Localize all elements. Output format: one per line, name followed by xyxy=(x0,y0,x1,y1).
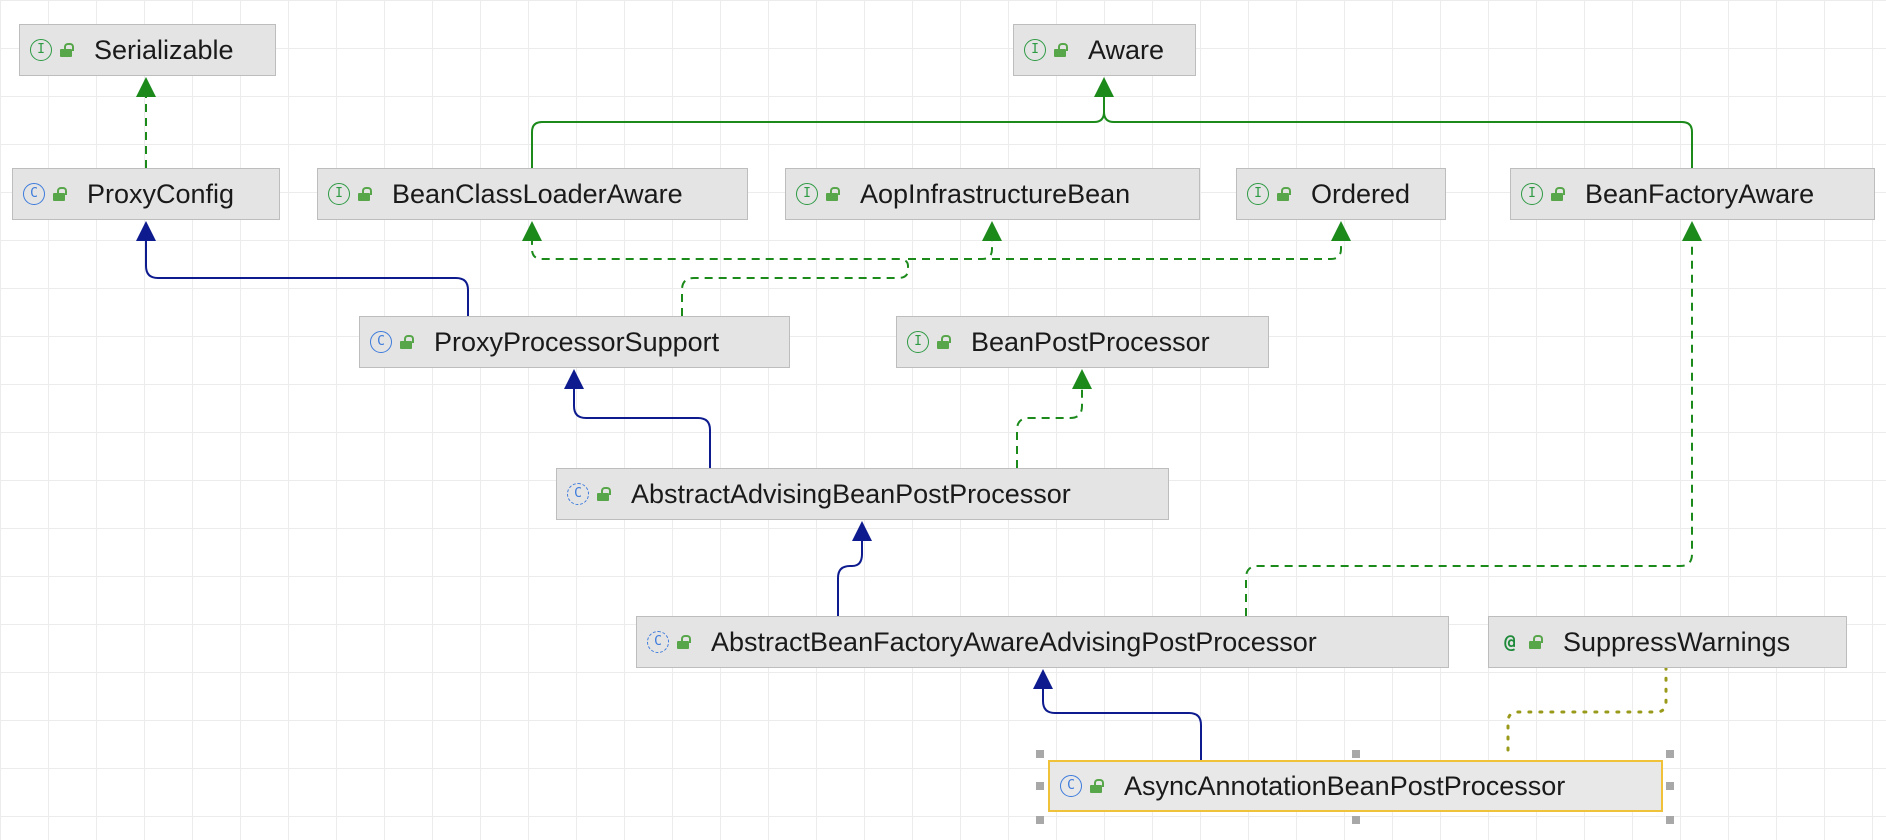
node-bean-factory-aware[interactable]: I BeanFactoryAware xyxy=(1510,168,1875,220)
node-async-annotation-bean-post-processor[interactable]: C AsyncAnnotationBeanPostProcessor xyxy=(1048,760,1663,812)
interface-icon: I xyxy=(1024,39,1046,61)
public-lock-icon xyxy=(1277,187,1289,201)
node-label: AopInfrastructureBean xyxy=(860,178,1131,209)
arrowhead-abstractadvising xyxy=(852,521,872,541)
edge-beanclassloaderaware-aware[interactable] xyxy=(531,97,1105,168)
public-lock-icon xyxy=(937,335,949,349)
node-proxy-processor-support[interactable]: C ProxyProcessorSupport xyxy=(359,316,790,368)
node-label: AbstractAdvisingBeanPostProcessor xyxy=(631,478,1071,509)
arrowhead-beanpostprocessor xyxy=(1072,369,1092,389)
arrowhead-beanclassloaderaware xyxy=(522,221,542,241)
public-lock-icon xyxy=(1529,635,1541,649)
node-ordered[interactable]: I Ordered xyxy=(1236,168,1446,220)
arrowhead-aopinfrastructurebean xyxy=(982,221,1002,241)
selection-handle-bottom-left[interactable] xyxy=(1036,816,1044,824)
node-suppress-warnings[interactable]: @ SuppressWarnings xyxy=(1488,616,1847,668)
interface-icon: I xyxy=(1521,183,1543,205)
node-aware[interactable]: I Aware xyxy=(1013,24,1196,76)
node-label: Serializable xyxy=(94,34,234,65)
edge-abstractbfaware-beanfactoryaware[interactable] xyxy=(1245,241,1693,616)
class-icon: C xyxy=(23,183,45,205)
public-lock-icon xyxy=(400,335,412,349)
node-label: BeanPostProcessor xyxy=(971,326,1210,357)
selection-handle-top[interactable] xyxy=(1352,750,1360,758)
interface-icon: I xyxy=(796,183,818,205)
node-label: SuppressWarnings xyxy=(1563,626,1791,657)
arrowhead-ordered xyxy=(1331,221,1351,241)
public-lock-icon xyxy=(60,43,72,57)
edge-proxyprocessorsupport-aopinfrastructurebean[interactable] xyxy=(908,241,993,260)
class-icon: C xyxy=(1060,775,1082,797)
node-label: AbstractBeanFactoryAwareAdvisingPostProc… xyxy=(711,626,1317,657)
public-lock-icon xyxy=(1054,43,1066,57)
selection-handle-top-right[interactable] xyxy=(1666,750,1674,758)
public-lock-icon xyxy=(1090,779,1102,793)
selection-handle-top-left[interactable] xyxy=(1036,750,1044,758)
public-lock-icon xyxy=(53,187,65,201)
node-label: Ordered xyxy=(1311,178,1411,209)
edge-async-abstractbfaware[interactable] xyxy=(1042,689,1202,760)
annotation-icon: @ xyxy=(1504,631,1516,653)
edge-beanfactoryaware-aware[interactable] xyxy=(1103,97,1693,168)
arrowhead-beanfactoryaware xyxy=(1682,221,1702,241)
arrowhead-proxyconfig xyxy=(136,221,156,241)
edge-async-suppresswarnings[interactable] xyxy=(1506,666,1668,752)
class-icon: C xyxy=(370,331,392,353)
node-label: ProxyConfig xyxy=(87,178,235,209)
edge-abstractadvising-proxyprocessorsupport[interactable] xyxy=(573,389,711,468)
public-lock-icon xyxy=(826,187,838,201)
node-abstract-bean-factory-aware-advising-post-processor[interactable]: C AbstractBeanFactoryAwareAdvisingPostPr… xyxy=(636,616,1449,668)
node-label: BeanClassLoaderAware xyxy=(392,178,683,209)
interface-icon: I xyxy=(1247,183,1269,205)
public-lock-icon xyxy=(677,635,689,649)
node-bean-class-loader-aware[interactable]: I BeanClassLoaderAware xyxy=(317,168,748,220)
selection-handle-left[interactable] xyxy=(1036,782,1044,790)
edge-abstractbfaware-abstractadvising[interactable] xyxy=(837,541,863,616)
abstract-class-icon: C xyxy=(567,483,589,505)
interface-icon: I xyxy=(907,331,929,353)
edge-proxyprocessorsupport-beanclassloaderaware[interactable] xyxy=(531,241,909,316)
arrowhead-aware xyxy=(1094,77,1114,97)
node-bean-post-processor[interactable]: I BeanPostProcessor xyxy=(896,316,1269,368)
node-aop-infrastructure-bean[interactable]: I AopInfrastructureBean xyxy=(785,168,1200,220)
selection-handle-bottom[interactable] xyxy=(1352,816,1360,824)
edge-proxyprocessorsupport-proxyconfig[interactable] xyxy=(145,241,469,316)
node-label: BeanFactoryAware xyxy=(1585,178,1815,209)
public-lock-icon xyxy=(1551,187,1563,201)
interface-icon: I xyxy=(328,183,350,205)
node-serializable[interactable]: I Serializable xyxy=(19,24,276,76)
node-label: AsyncAnnotationBeanPostProcessor xyxy=(1124,770,1566,801)
node-label: ProxyProcessorSupport xyxy=(434,326,720,357)
edge-proxyprocessorsupport-ordered[interactable] xyxy=(992,241,1342,260)
public-lock-icon xyxy=(358,187,370,201)
public-lock-icon xyxy=(597,487,609,501)
selection-handle-right[interactable] xyxy=(1666,782,1674,790)
node-label: Aware xyxy=(1088,34,1165,65)
selection-handle-bottom-right[interactable] xyxy=(1666,816,1674,824)
arrowhead-serializable xyxy=(136,77,156,97)
abstract-class-icon: C xyxy=(647,631,669,653)
node-proxy-config[interactable]: C ProxyConfig xyxy=(12,168,280,220)
arrowhead-abstractbfaware xyxy=(1033,669,1053,689)
arrowhead-proxyprocessorsupport xyxy=(564,369,584,389)
interface-icon: I xyxy=(30,39,52,61)
node-abstract-advising-bean-post-processor[interactable]: C AbstractAdvisingBeanPostProcessor xyxy=(556,468,1169,520)
edge-abstractadvising-beanpostprocessor[interactable] xyxy=(1016,389,1083,468)
